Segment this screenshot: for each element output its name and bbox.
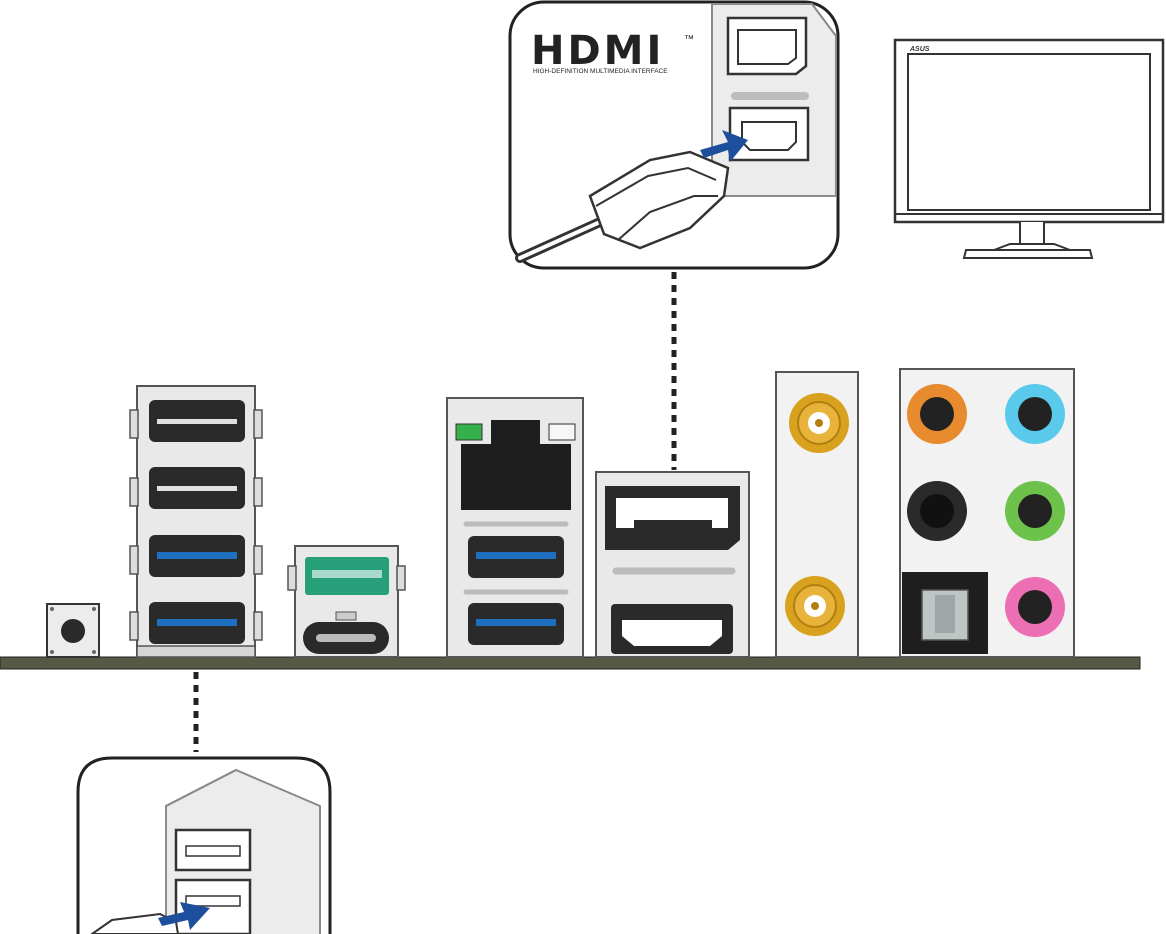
hdmi-logo-tagline: HIGH-DEFINITION MULTIMEDIA INTERFACE bbox=[533, 68, 668, 75]
audio-jack-cyan bbox=[1005, 384, 1065, 444]
wifi-antenna-block bbox=[775, 371, 859, 658]
audio-jack-black bbox=[907, 481, 967, 541]
hdmi-logo-wordmark: HDMI bbox=[531, 28, 664, 74]
optical-spdif-port bbox=[902, 572, 988, 654]
usb-callout bbox=[76, 756, 332, 934]
usb-insert-arrow-icon bbox=[158, 902, 210, 930]
usb-a-c-port-block bbox=[287, 545, 406, 658]
monitor-brand-label: ASUS bbox=[909, 46, 930, 53]
lan-led-green bbox=[455, 423, 483, 441]
audio-jack-block bbox=[899, 368, 1075, 658]
monitor-icon: ASUS bbox=[893, 38, 1165, 259]
antenna-connector-2 bbox=[785, 576, 845, 636]
hdmi-callout: HDMI ™ HIGH-DEFINITION MULTIMEDIA INTERF… bbox=[508, 0, 840, 270]
clear-cmos-button bbox=[46, 603, 100, 658]
insert-arrow-icon bbox=[700, 130, 748, 162]
motherboard-edge bbox=[0, 656, 1141, 670]
lan-usb-block bbox=[446, 397, 584, 658]
rj45-lan-port bbox=[461, 420, 571, 510]
lan-led-white bbox=[548, 423, 576, 441]
audio-jack-pink bbox=[1005, 577, 1065, 637]
hdmi-logo-trademark: ™ bbox=[684, 34, 694, 45]
antenna-connector-1 bbox=[789, 393, 849, 453]
hdmi-cable-plug bbox=[588, 150, 730, 250]
audio-jack-orange bbox=[907, 384, 967, 444]
audio-jack-green bbox=[1005, 481, 1065, 541]
video-output-block bbox=[595, 471, 750, 658]
usb-port-stack bbox=[129, 385, 263, 658]
